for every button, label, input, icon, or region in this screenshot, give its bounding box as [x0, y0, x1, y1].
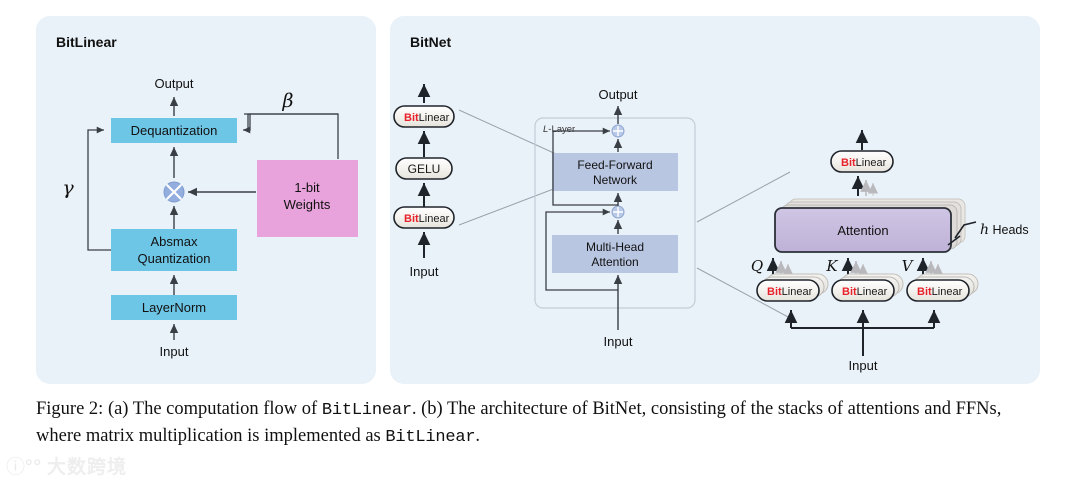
attention-input-bus: Input — [784, 309, 941, 373]
pill-gelu[interactable]: GELU — [395, 157, 453, 180]
pill-bitlinear-k[interactable]: BitLinear — [831, 279, 895, 302]
label-input-bitlinear: Input — [160, 344, 189, 359]
caption-code-bitlinear-2: BitLinear — [385, 428, 476, 448]
svg-text:BitLinear: BitLinear — [841, 157, 887, 169]
watermark: ⓘ°° 大数跨境 — [6, 450, 127, 480]
watermark-text: 大数跨境 — [47, 455, 128, 478]
pill-text-bit: Bit — [404, 112, 419, 124]
svg-text:BitLinear: BitLinear — [842, 286, 888, 298]
label-dequantization: Dequantization — [131, 123, 218, 138]
box-multi-head-attention — [552, 235, 678, 273]
panel-bitnet: BitNet BitLinear GELU BitLinear Inp — [390, 16, 1040, 384]
qkv-group-q: Q BitLinear — [751, 257, 829, 302]
label-weights-line2: Weights — [284, 197, 331, 212]
panel-bitlinear: BitLinear Output Dequantization Absmax Q… — [36, 16, 376, 384]
label-ffn-line1: Feed-Forward — [577, 158, 652, 172]
svg-text:BitLinear: BitLinear — [404, 112, 450, 124]
label-ffn-line2: Network — [593, 173, 638, 187]
box-feed-forward-network — [552, 153, 678, 191]
pill-bitlinear-attention-out[interactable]: BitLinear — [830, 150, 894, 173]
label-v: V — [902, 257, 915, 275]
pill-text-linear: Linear — [419, 112, 450, 124]
label-input-attention: Input — [849, 358, 878, 373]
pill-bitlinear-bottom[interactable]: BitLinear — [393, 206, 455, 229]
label-input-transformer: Input — [604, 334, 633, 349]
label-mha-line1: Multi-Head — [586, 240, 644, 254]
expansion-guides-right — [696, 171, 791, 319]
ffn-substack: BitLinear GELU BitLinear Input — [393, 83, 455, 279]
attention-detail: BitLinear Attention h Heads Q — [751, 129, 1029, 373]
caption-line1-b: . (b) The architecture of BitNet, consis… — [411, 399, 774, 419]
qkv-group-v: V BitLinear — [902, 257, 979, 302]
svg-text:BitLinear: BitLinear — [917, 286, 963, 298]
label-mha-line2: Attention — [591, 255, 638, 269]
watermark-logo-icon: ⓘ°° — [6, 455, 42, 478]
label-q: Q — [751, 257, 763, 275]
pill-bitlinear-v[interactable]: BitLinear — [906, 279, 970, 302]
panel-title-bitlinear: BitLinear — [56, 34, 117, 50]
expansion-guides-left — [458, 109, 557, 226]
transformer-layer-block: L-Layer Output Feed-Forward Network — [534, 87, 696, 349]
pill-label-gelu: GELU — [408, 162, 441, 176]
label-absmax-line2: Quantization — [138, 251, 211, 266]
caption-line1-a: Figure 2: (a) The computation flow of — [36, 399, 322, 419]
box-layernorm — [111, 295, 237, 320]
qkv-group-k: K BitLinear — [825, 257, 904, 302]
caption-line2-a: stacks of attentions and FFNs, where mat… — [36, 399, 1002, 447]
label-l-layer: L-Layer — [543, 124, 575, 135]
box-attention — [774, 207, 952, 253]
label-input-ffnstack: Input — [410, 264, 439, 279]
label-gamma: γ — [62, 177, 74, 199]
caption-line2-b: . — [475, 426, 480, 447]
label-beta: β — [282, 90, 294, 112]
label-h-heads: h Heads — [980, 222, 1029, 238]
residual-add-top-icon — [611, 124, 625, 138]
label-output: Output — [154, 76, 193, 91]
label-layernorm: LayerNorm — [142, 300, 206, 315]
label-absmax-line1: Absmax — [151, 234, 198, 249]
caption-code-bitlinear-1: BitLinear — [321, 401, 412, 420]
svg-text:BitLinear: BitLinear — [767, 286, 813, 298]
multiply-operator-icon — [163, 181, 185, 203]
box-1bit-weights — [257, 160, 358, 237]
panel-title-bitnet: BitNet — [410, 34, 452, 50]
label-output-transformer: Output — [598, 87, 637, 102]
label-attention: Attention — [837, 223, 888, 238]
box-absmax-quantization — [111, 229, 237, 271]
label-weights-line1: 1-bit — [294, 180, 320, 195]
label-k: K — [825, 257, 838, 275]
box-dequantization — [111, 118, 237, 143]
figure-caption: Figure 2: (a) The computation flow of Bi… — [36, 396, 1048, 450]
pill-bitlinear-q[interactable]: BitLinear — [756, 279, 820, 302]
pill-bitlinear-top[interactable]: BitLinear — [393, 105, 455, 128]
svg-text:BitLinear: BitLinear — [404, 213, 450, 225]
residual-add-bottom-icon — [611, 205, 625, 219]
